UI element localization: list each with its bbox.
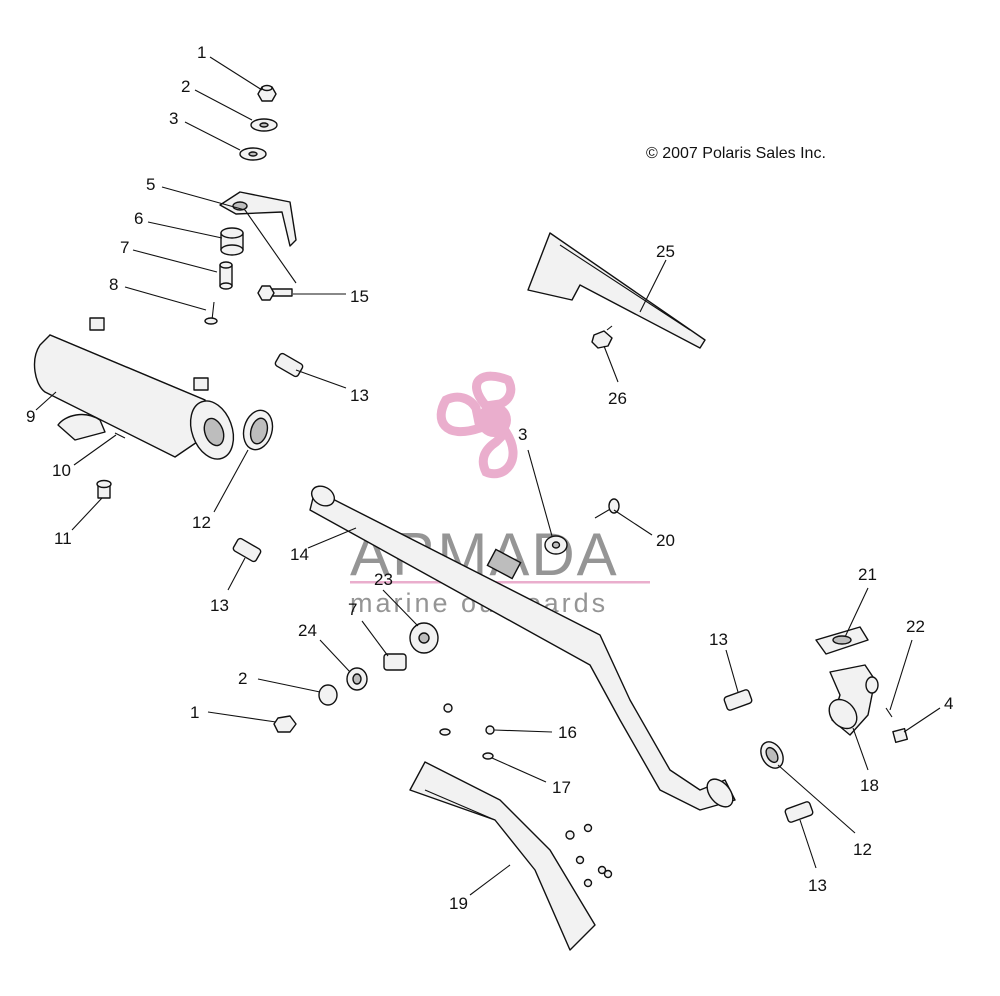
sleeve-part xyxy=(219,261,233,290)
callout-2: 2 xyxy=(181,77,190,96)
flange-bolt-part xyxy=(257,285,293,301)
spring-part xyxy=(274,352,304,378)
small-bolt-part xyxy=(439,703,495,760)
callout-17: 17 xyxy=(552,778,571,797)
callout-25: 25 xyxy=(656,242,675,261)
muffler-part xyxy=(33,317,235,460)
callout-3: 3 xyxy=(518,425,527,444)
shield-bracket-part xyxy=(527,232,706,349)
callout-18: 18 xyxy=(860,776,879,795)
callout-13: 13 xyxy=(210,596,229,615)
callout-12: 12 xyxy=(192,513,211,532)
sleeve-part xyxy=(383,653,407,671)
spring-part xyxy=(723,689,753,711)
pin-part xyxy=(114,432,126,439)
brand-underline xyxy=(350,581,650,584)
callout-2: 2 xyxy=(238,669,247,688)
callout-9: 9 xyxy=(26,407,35,426)
grommet-part xyxy=(220,227,244,256)
bolt-part xyxy=(204,301,218,325)
armada-watermark: ARMADA marine outboards xyxy=(350,371,650,618)
nut-part xyxy=(273,715,297,733)
callout-1: 1 xyxy=(190,703,199,722)
copyright-notice: © 2007 Polaris Sales Inc. xyxy=(646,145,826,162)
nut-part xyxy=(892,727,909,744)
callout-8: 8 xyxy=(109,275,118,294)
callout-13: 13 xyxy=(709,630,728,649)
bolt-part xyxy=(594,498,620,519)
propeller-logo-icon xyxy=(436,371,518,479)
gasket-part xyxy=(242,409,274,451)
callout-23: 23 xyxy=(374,570,393,589)
gasket-part xyxy=(760,741,784,769)
callout-13: 13 xyxy=(808,876,827,895)
callout-13: 13 xyxy=(350,386,369,405)
callout-22: 22 xyxy=(906,617,925,636)
washer-part xyxy=(318,684,338,706)
callout-6: 6 xyxy=(134,209,143,228)
exhaust-elbow-part xyxy=(828,664,879,736)
callout-21: 21 xyxy=(858,565,877,584)
callout-11: 11 xyxy=(54,529,72,548)
callout-7: 7 xyxy=(348,600,357,619)
leader-lines xyxy=(35,56,941,896)
heat-shield-part xyxy=(409,761,613,951)
callout-7: 7 xyxy=(120,238,129,257)
head-pipe-part xyxy=(309,485,736,811)
pin-part xyxy=(885,707,893,718)
callout-26: 26 xyxy=(608,389,627,408)
callout-14: 14 xyxy=(290,545,309,564)
callout-24: 24 xyxy=(298,621,317,640)
grommet-part xyxy=(409,622,439,654)
spring-part xyxy=(232,537,262,563)
callout-1: 1 xyxy=(197,43,206,62)
callout-12: 12 xyxy=(853,840,872,859)
spring-part xyxy=(784,801,814,823)
flange-gasket-part xyxy=(815,626,869,655)
bolt-part xyxy=(591,325,613,349)
callout-16: 16 xyxy=(558,723,577,742)
callout-3: 3 xyxy=(169,109,178,128)
callout-5: 5 xyxy=(146,175,155,194)
callout-15: 15 xyxy=(350,287,369,306)
callout-20: 20 xyxy=(656,531,675,550)
callout-labels: 1 2 3 5 6 7 8 15 9 13 10 11 12 13 14 3 2… xyxy=(26,43,953,913)
callout-10: 10 xyxy=(52,461,71,480)
callout-19: 19 xyxy=(449,894,468,913)
shoulder-bolt-part xyxy=(96,479,112,499)
nut-part xyxy=(257,84,277,102)
callout-4: 4 xyxy=(944,694,953,713)
